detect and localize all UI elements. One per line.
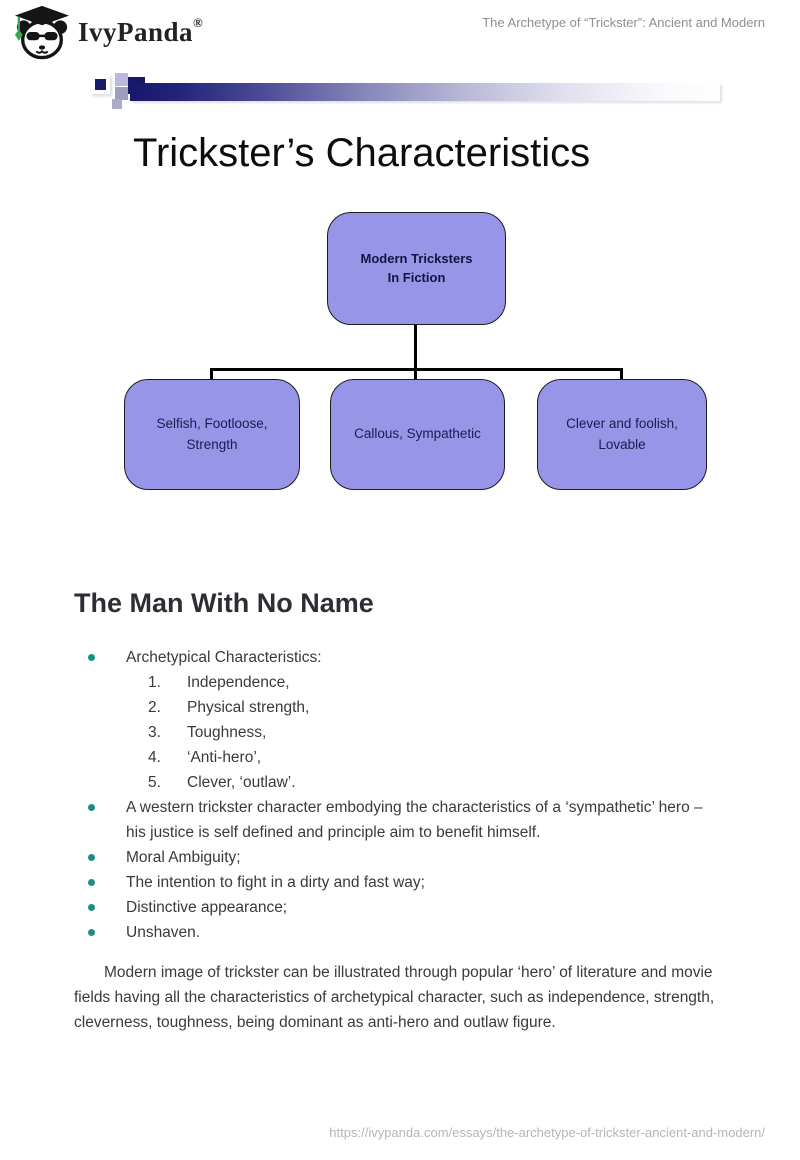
bullet-dot-icon — [88, 929, 95, 936]
list-item: Distinctive appearance; — [74, 895, 726, 920]
slide-title: Trickster’s Characteristics — [133, 131, 591, 175]
item-text: ‘Anti-hero’, — [187, 749, 262, 766]
pixel-square-gray-small — [112, 99, 122, 109]
gradient-bar — [130, 83, 720, 101]
item-number: 2. — [148, 699, 161, 716]
logo-wordmark: IvyPanda — [78, 16, 194, 47]
item-text: Independence, — [187, 674, 290, 691]
diagram-child-node-1: Selfish, Footloose, Strength — [124, 379, 300, 490]
pixel-square-lavender — [115, 73, 128, 86]
numbered-item: 2. Physical strength, — [148, 695, 726, 720]
document-title: The Archetype of “Trickster”: Ancient an… — [482, 15, 765, 30]
ivypanda-logo[interactable]: IvyPanda® — [10, 4, 203, 60]
bullet-list: Archetypical Characteristics: 1. Indepen… — [74, 645, 726, 945]
bullet-text: A western trickster character embodying … — [126, 799, 703, 841]
list-item: A western trickster character embodying … — [74, 795, 726, 845]
bullet-text: Distinctive appearance; — [126, 899, 288, 916]
diagram-child-label-3: Clever and foolish, Lovable — [566, 415, 678, 452]
diagram-child-node-2: Callous, Sympathetic — [330, 379, 505, 490]
bullet-dot-icon — [88, 904, 95, 911]
bullet-text: Moral Ambiguity; — [126, 849, 241, 866]
item-text: Clever, ‘outlaw’. — [187, 774, 296, 791]
diagram-child-label-2: Callous, Sympathetic — [354, 426, 481, 442]
diagram-root-node: Modern Tricksters In Fiction — [327, 212, 506, 325]
item-text: Physical strength, — [187, 699, 310, 716]
registered-trademark-symbol: ® — [193, 15, 203, 30]
bullet-dot-icon — [88, 854, 95, 861]
list-item: Unshaven. — [74, 920, 726, 945]
bullet-text: The intention to fight in a dirty and fa… — [126, 874, 425, 891]
body-paragraph: Modern image of trickster can be illustr… — [74, 964, 715, 1031]
item-number: 4. — [148, 749, 161, 766]
bullet-text: Archetypical Characteristics: — [126, 649, 322, 666]
numbered-item: 3. Toughness, — [148, 720, 726, 745]
numbered-item: 1. Independence, — [148, 670, 726, 695]
item-text: Toughness, — [187, 724, 267, 741]
bullet-text: Unshaven. — [126, 924, 201, 941]
numbered-item: 4. ‘Anti-hero’, — [148, 745, 726, 770]
source-url-link[interactable]: https://ivypanda.com/essays/the-archetyp… — [329, 1125, 765, 1140]
numbered-item: 5. Clever, ‘outlaw’. — [148, 770, 726, 795]
bullet-dot-icon — [88, 654, 95, 661]
item-number: 5. — [148, 774, 161, 791]
item-number: 3. — [148, 724, 161, 741]
panda-graduation-cap-icon — [14, 5, 70, 60]
diagram-child-node-3: Clever and foolish, Lovable — [537, 379, 707, 490]
numbered-sublist: 1. Independence, 2. Physical strength, 3… — [148, 670, 726, 795]
list-item: Moral Ambiguity; — [74, 845, 726, 870]
connector-vertical-root — [414, 324, 417, 370]
diagram-root-label: Modern Tricksters In Fiction — [360, 250, 473, 285]
item-number: 1. — [148, 674, 161, 691]
connector-stub-middle — [414, 368, 417, 380]
pixel-square-navy-small — [95, 79, 106, 90]
connector-stub-left — [210, 368, 213, 380]
pixel-square-gray — [115, 87, 128, 100]
bullet-dot-icon — [88, 879, 95, 886]
list-item: Archetypical Characteristics: 1. Indepen… — [74, 645, 726, 795]
connector-stub-right — [620, 368, 623, 380]
list-item: The intention to fight in a dirty and fa… — [74, 870, 726, 895]
section-heading: The Man With No Name — [74, 588, 374, 618]
diagram-child-label-1: Selfish, Footloose, Strength — [156, 415, 268, 452]
bullet-dot-icon — [88, 804, 95, 811]
